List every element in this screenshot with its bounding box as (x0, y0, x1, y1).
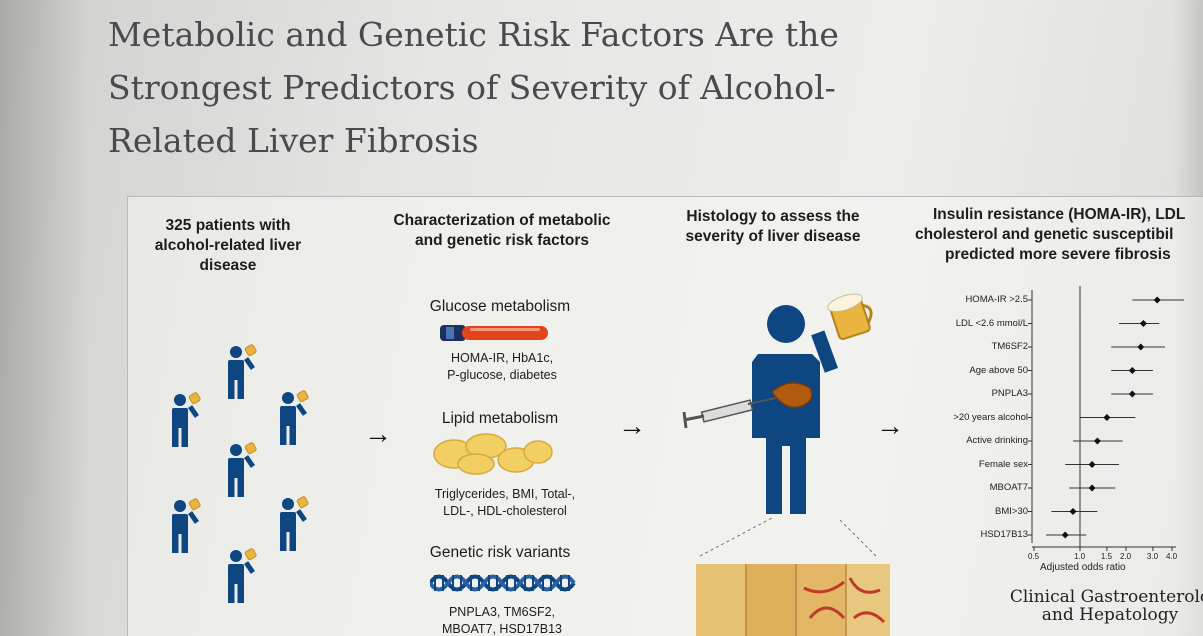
odds-ratio-point (1153, 296, 1161, 304)
genetic-markers-line-1: PNPLA3, TM6SF2, (448, 605, 556, 619)
forest-row-label: BMI>30 (994, 505, 1028, 517)
photo-left-shadow (0, 0, 90, 636)
odds-ratio-point (1061, 531, 1069, 539)
characterization-heading: Characterization of metabolic and geneti… (376, 211, 628, 251)
lipid-markers: Triglycerides, BMI, Total-, LDL-, HDL-ch… (400, 486, 610, 520)
odds-ratio-point (1139, 320, 1147, 327)
odds-ratio-point (1088, 461, 1096, 468)
arrow-right-icon: → (364, 418, 392, 449)
liver-histology-slides-icon (696, 564, 890, 636)
x-tick-label: 0.5 (1028, 552, 1040, 561)
glucose-metabolism-title: Glucose metabolism (429, 298, 571, 315)
genetic-markers: PNPLA3, TM6SF2, MBOAT7, HSD17B13 (412, 604, 592, 636)
forest-row-label: PNPLA3 (991, 388, 1028, 399)
forest-row-label: HSD17B13 (980, 529, 1028, 540)
odds-ratio-point (1128, 390, 1136, 398)
patients-heading-line-1: 325 patients with (165, 217, 291, 234)
result-heading-line-2: cholesterol and genetic susceptibil (915, 226, 1174, 243)
glucose-markers-line-1: HOMA-IR, HbA1c, (450, 351, 554, 365)
fat-droplets-icon (433, 433, 553, 475)
x-tick-label: 3.0 (1146, 552, 1159, 561)
dna-helix-icon (430, 574, 576, 592)
biopsy-needle-icon (682, 397, 777, 429)
forest-row-label: LDL <2.6 mmol/L (955, 317, 1028, 329)
page-title: Metabolic and Genetic Risk Factors Are t… (108, 8, 888, 167)
patients-heading-line-2: alcohol-related liver (154, 237, 302, 254)
person-arm-icon (811, 330, 838, 373)
lipid-metabolism-title: Lipid metabolism (441, 410, 559, 427)
beer-mug-icon (827, 293, 873, 341)
odds-ratio-point (1069, 508, 1077, 515)
glucose-markers-line-2: P-glucose, diabetes (447, 368, 557, 382)
liver-icon (771, 382, 813, 409)
forest-row-label: Female sex (978, 458, 1028, 470)
result-heading-line-1: Insulin resistance (HOMA-IR), LDL (933, 206, 1186, 223)
characterization-heading-line-1: Characterization of metabolic (393, 212, 611, 229)
result-heading: Insulin resistance (HOMA-IR), LDL choles… (905, 205, 1203, 265)
x-tick-label: 1.5 (1100, 552, 1113, 561)
odds-ratio-point (1103, 414, 1111, 421)
journal-name-line-2: and Hepatology (1041, 605, 1179, 625)
characterization-heading-line-2: and genetic risk factors (414, 232, 589, 249)
forest-row-label: HOMA-IR >2.5 (965, 294, 1028, 305)
journal-name: Clinical Gastroenterolo and Hepatology (1000, 588, 1203, 624)
forest-row-label: Active drinking (966, 435, 1028, 446)
arrow-right-icon: → (618, 410, 646, 441)
glucose-markers: HOMA-IR, HbA1c, P-glucose, diabetes (412, 350, 592, 384)
lipid-markers-line-2: LDL-, HDL-cholesterol (443, 504, 567, 518)
odds-ratio-point (1088, 484, 1096, 492)
result-heading-line-3: predicted more severe fibrosis (945, 246, 1171, 263)
x-tick-label: 2.0 (1120, 552, 1132, 561)
forest-plot-xlabel: Adjusted odds ratio (1040, 562, 1126, 573)
forest-row-label: Age above 50 (969, 364, 1028, 376)
histology-heading-line-2: severity of liver disease (685, 228, 861, 245)
odds-ratio-point (1137, 343, 1145, 351)
person-head-icon (767, 305, 805, 343)
forest-row-label: TM6SF2 (991, 341, 1028, 352)
graphical-abstract-panel (127, 196, 1203, 636)
title-line-1: Metabolic and Genetic Risk Factors Are t… (108, 15, 839, 54)
title-line-2: Strongest Predictors of Severity of Alco… (108, 68, 836, 107)
lipid-markers-line-1: Triglycerides, BMI, Total-, (434, 487, 576, 501)
patients-heading-line-3: disease (199, 257, 257, 274)
odds-ratio-point (1128, 367, 1136, 374)
forest-row-label: MBOAT7 (989, 482, 1028, 493)
histology-heading: Histology to assess the severity of live… (668, 207, 878, 247)
x-tick-label: 1.0 (1074, 552, 1086, 561)
odds-ratio-point (1093, 437, 1101, 445)
genetic-risk-title: Genetic risk variants (429, 544, 571, 561)
x-tick-label: 4.0 (1166, 552, 1178, 561)
forest-row-label: >20 years alcohol (953, 411, 1028, 423)
genetic-markers-line-2: MBOAT7, HSD17B13 (442, 622, 562, 636)
title-line-3: Related Liver Fibrosis (108, 121, 479, 160)
journal-name-line-1: Clinical Gastroenterolo (1009, 587, 1203, 607)
histology-heading-line-1: Histology to assess the (686, 208, 860, 225)
blood-tube-icon (440, 325, 548, 341)
histology-illustration (682, 293, 890, 636)
arrow-right-icon: → (876, 410, 904, 441)
patients-heading: 325 patients with alcohol-related liver … (130, 216, 326, 276)
